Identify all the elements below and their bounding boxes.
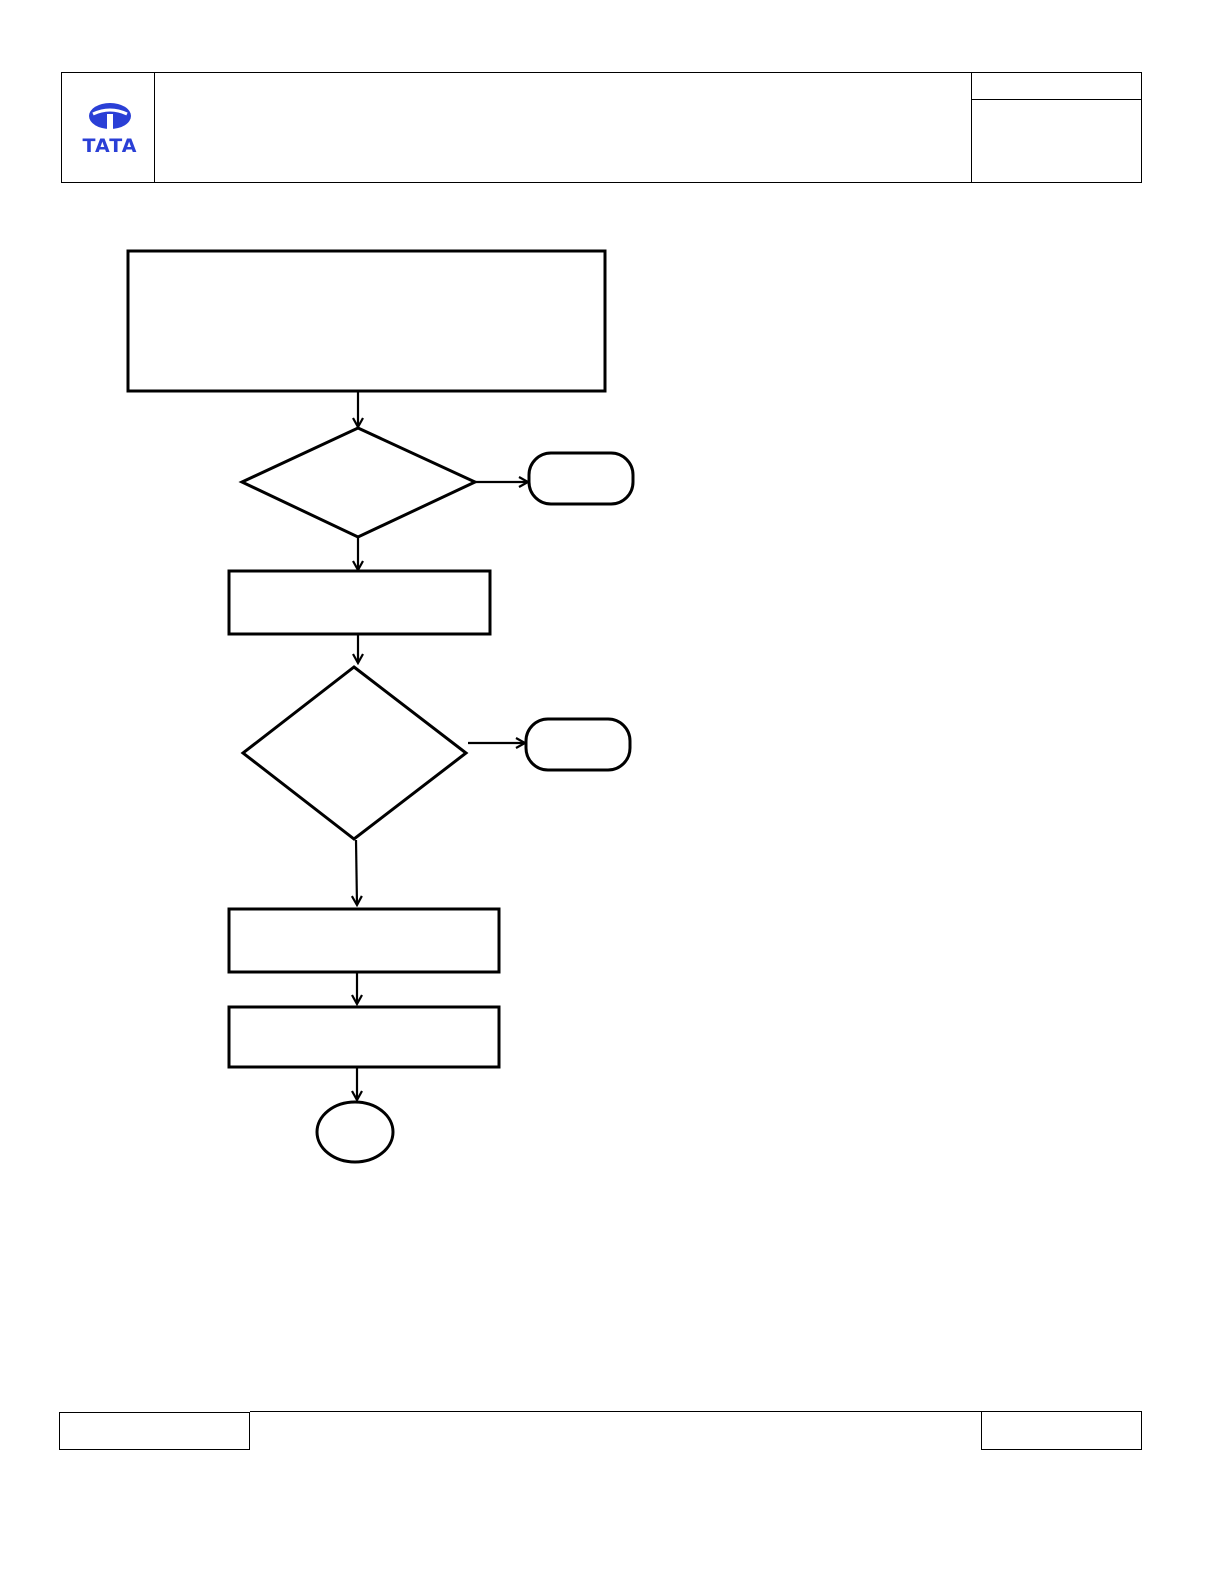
logo-cell: TATA: [62, 73, 155, 182]
tata-logo: TATA: [83, 103, 138, 157]
connector-arrow: [356, 839, 357, 905]
decision-diamond-2: [240, 665, 469, 841]
process-box-2: [227, 569, 492, 636]
document-header: TATA: [61, 72, 1142, 183]
end-connector: [315, 1100, 395, 1164]
header-info-cell: [971, 73, 1141, 182]
footer-right-cell: [981, 1411, 1142, 1450]
decision-diamond-1: [238, 426, 479, 539]
logo-text: TATA: [83, 135, 138, 157]
footer-center-line: [250, 1411, 981, 1412]
terminator-2: [524, 717, 632, 772]
start-process-box: [126, 249, 607, 393]
process-box-3: [227, 907, 501, 974]
terminator-1: [527, 451, 635, 506]
footer-left-cell: [59, 1412, 250, 1450]
header-info-top-cell: [972, 73, 1141, 100]
process-box-4: [227, 1005, 501, 1069]
